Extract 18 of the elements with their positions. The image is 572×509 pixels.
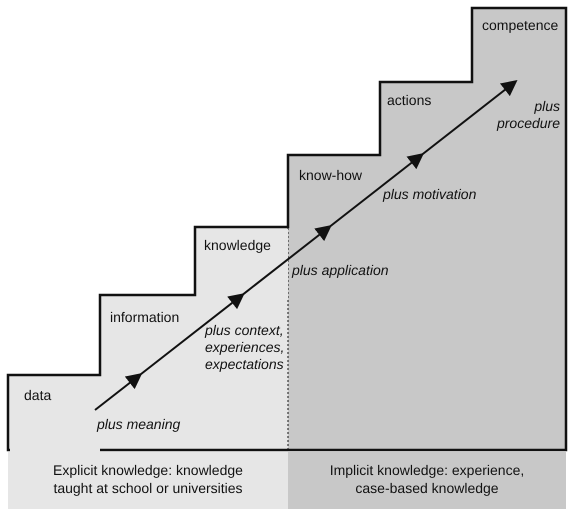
caption-band: Explicit knowledge: knowledge taught at school or universities <box>8 452 288 509</box>
caption-band: Implicit knowledge: experience, case-based knowledge <box>288 452 566 509</box>
step-label: actions <box>387 92 432 108</box>
edge-label: plus procedure <box>496 98 560 132</box>
arrow <box>420 80 518 156</box>
edge-label: plus application <box>292 262 390 279</box>
arrow <box>242 225 332 296</box>
step-label: know-how <box>299 167 362 183</box>
step-label: information <box>110 309 180 325</box>
arrow <box>139 293 245 376</box>
edge-label: plus meaning <box>97 416 182 433</box>
edge-label: plus motivation <box>383 186 478 203</box>
step-label: competence <box>482 17 558 33</box>
step-label: data <box>24 387 52 403</box>
edge-label: plus context, experiences, expectations <box>205 322 286 373</box>
arrow <box>328 153 424 228</box>
step-label: knowledge <box>204 237 271 253</box>
arrow <box>94 373 142 411</box>
